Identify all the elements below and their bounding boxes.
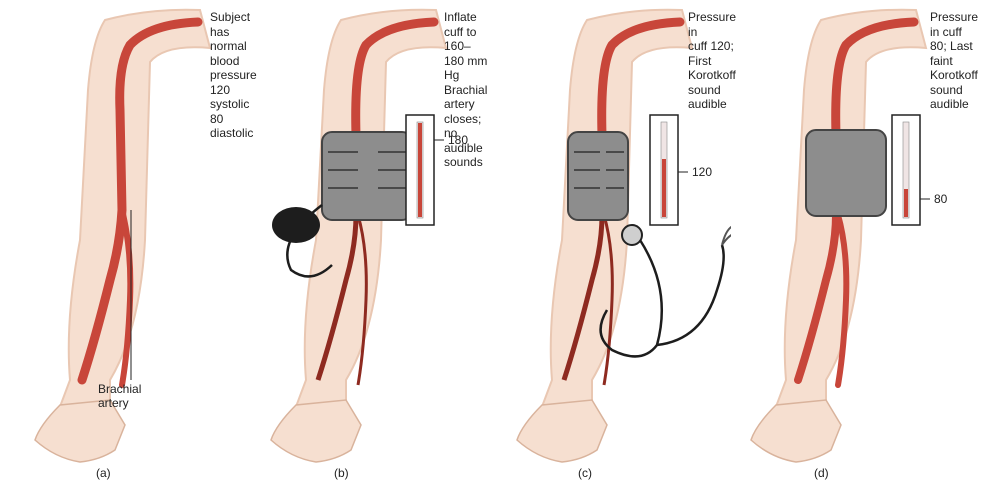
- stethoscope-tube-upper: [657, 245, 724, 345]
- cuff-b: [322, 132, 412, 220]
- panel-d: 80 Pressure in cuff 80; Last faint Korot…: [716, 0, 965, 488]
- panel-letter-b: (b): [334, 466, 349, 480]
- panel-letter-d: (d): [814, 466, 829, 480]
- mercury-level-c: [662, 159, 666, 217]
- caption-d: Pressure in cuff 80; Last faint Korotkof…: [930, 10, 978, 112]
- cuff-d: [806, 130, 886, 216]
- stethoscope-chestpiece: [622, 225, 642, 245]
- panel-b: 180 Inflate cuff to 160–180 mm Hg Brachi…: [236, 0, 485, 488]
- panel-a: Subject has normal blood pressure 120 sy…: [0, 0, 249, 488]
- hand-d: [751, 400, 841, 462]
- arm-d-illustration: [716, 0, 965, 488]
- panel-letter-c: (c): [578, 466, 592, 480]
- cuff-c: [568, 132, 628, 220]
- mercury-level-b: [418, 123, 422, 217]
- inflation-bulb: [272, 207, 320, 243]
- panel-c: 120 Pressure in cuff 120; First Korotkof…: [482, 0, 731, 488]
- mercury-level-d: [904, 189, 908, 217]
- caption-b: Inflate cuff to 160–180 mm Hg Brachial a…: [444, 10, 487, 170]
- brachial-artery-label: Brachial artery: [98, 382, 141, 410]
- hand-c: [517, 400, 607, 462]
- panel-letter-a: (a): [96, 466, 111, 480]
- hand-b: [271, 400, 361, 462]
- gauge-reading-d: 80: [934, 192, 947, 206]
- arm-a: [55, 10, 210, 420]
- gauge-reading-c: 120: [692, 165, 712, 179]
